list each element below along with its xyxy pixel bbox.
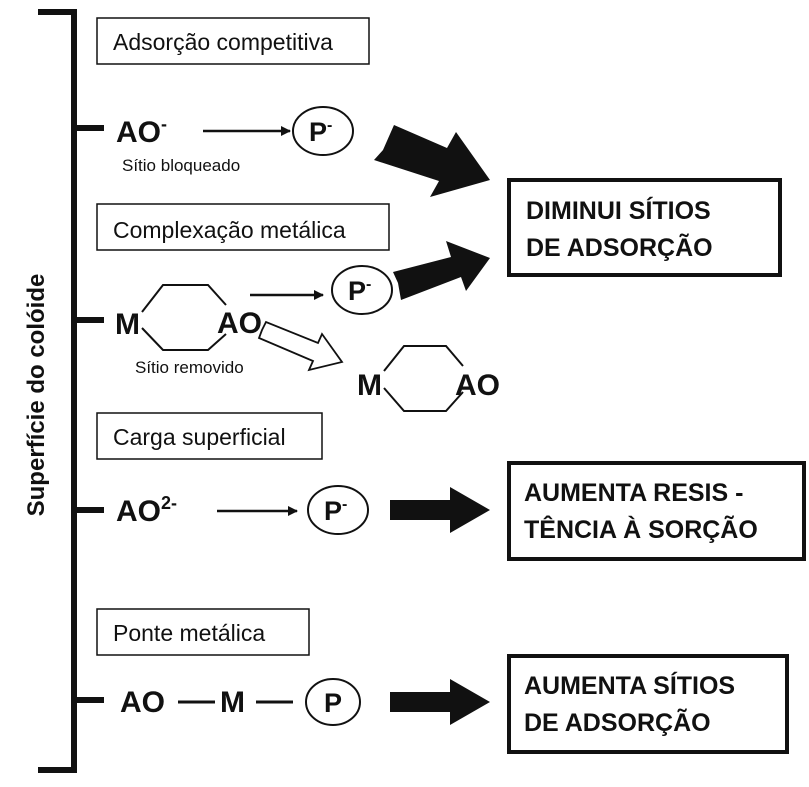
complexation-metal: M bbox=[115, 308, 140, 341]
removed-site-note: Sítio removido bbox=[135, 358, 244, 377]
competitive-phosphate-circle bbox=[292, 106, 354, 156]
product-ring-lower bbox=[383, 387, 464, 412]
bridge-label: Ponte metálica bbox=[113, 620, 265, 646]
result-increase-line2: DE ADSORÇÃO bbox=[524, 707, 711, 737]
bridge-species: AO bbox=[120, 686, 165, 719]
competitive-label: Adsorção competitiva bbox=[113, 29, 333, 55]
surface-charge-label-box bbox=[96, 412, 323, 460]
colloid-surface-label: Superfície do colóide bbox=[23, 274, 50, 517]
competitive-to-decrease-arrow bbox=[374, 125, 490, 197]
surface-charge-phosphate: P- bbox=[324, 496, 347, 526]
colloid-surface-bracket bbox=[38, 9, 104, 773]
product-metal: M bbox=[357, 369, 382, 402]
result-decrease-sites: DIMINUI SÍTIOS DE ADSORÇÃO bbox=[507, 178, 782, 277]
complexation-removal-arrow bbox=[257, 320, 344, 372]
result-increase-box bbox=[507, 654, 789, 754]
result-resistance-line2: TÊNCIA À SORÇÃO bbox=[524, 514, 758, 544]
bridge-to-increase-arrow bbox=[390, 679, 490, 725]
bridge-phosphate: P bbox=[324, 688, 342, 718]
complexation-species: AO bbox=[217, 307, 262, 340]
section-metal-complexation: Complexação metálica M AO P- Sítio remov… bbox=[96, 203, 500, 412]
competitive-label-box bbox=[96, 17, 370, 65]
bridge-phosphate-circle bbox=[305, 678, 361, 726]
result-increase-sites: AUMENTA SÍTIOS DE ADSORÇÃO bbox=[507, 654, 789, 754]
complexation-ring bbox=[141, 284, 227, 313]
section-metal-bridge: Ponte metálica AO M P bbox=[96, 608, 490, 726]
competitive-species: AO- bbox=[116, 114, 167, 149]
complexation-to-decrease-arrow bbox=[393, 241, 490, 300]
product-ring bbox=[383, 345, 464, 372]
bridge-metal: M bbox=[220, 686, 245, 719]
surface-charge-to-resistance-arrow bbox=[390, 487, 490, 533]
complexation-ring-lower bbox=[141, 327, 227, 351]
result-decrease-line1: DIMINUI SÍTIOS bbox=[526, 196, 711, 225]
result-resistance-box bbox=[507, 461, 806, 561]
result-resistance-line1: AUMENTA RESIS - bbox=[524, 479, 743, 507]
blocked-site-note: Sítio bloqueado bbox=[122, 156, 240, 175]
result-increase-line1: AUMENTA SÍTIOS bbox=[524, 671, 735, 700]
section-surface-charge: Carga superficial AO2- P- bbox=[96, 412, 490, 535]
result-decrease-box bbox=[507, 178, 782, 277]
product-species: AO bbox=[455, 369, 500, 402]
complexation-label-box bbox=[96, 203, 390, 251]
section-competitive-adsorption: Adsorção competitiva AO- P- Sítio bloque… bbox=[96, 17, 490, 197]
surface-charge-phosphate-circle bbox=[307, 485, 369, 535]
complexation-phosphate-circle bbox=[331, 265, 393, 315]
surface-charge-species: AO2- bbox=[116, 493, 177, 528]
result-decrease-line2: DE ADSORÇÃO bbox=[526, 232, 713, 262]
complexation-phosphate: P- bbox=[348, 276, 371, 306]
complexation-label: Complexação metálica bbox=[113, 217, 346, 243]
competitive-phosphate: P- bbox=[309, 117, 332, 147]
result-increase-resistance: AUMENTA RESIS - TÊNCIA À SORÇÃO bbox=[507, 461, 806, 561]
surface-charge-label: Carga superficial bbox=[113, 424, 286, 450]
bridge-label-box bbox=[96, 608, 310, 656]
